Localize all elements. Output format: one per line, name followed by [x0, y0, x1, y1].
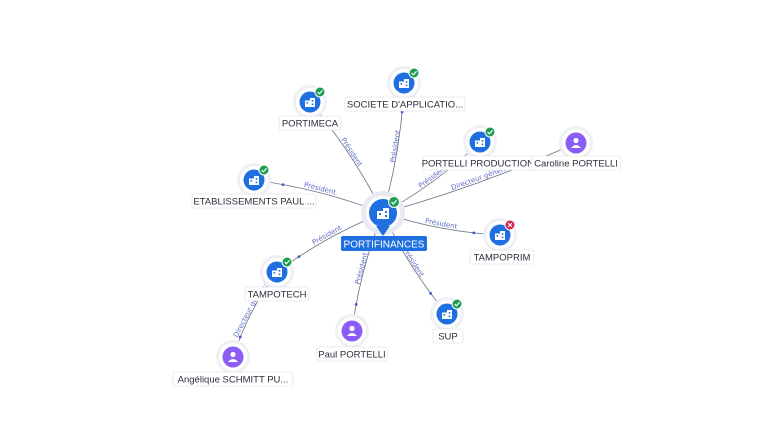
- graph-node-paul[interactable]: Paul PORTELLI: [316, 314, 388, 362]
- edge-arrow-icon: [281, 183, 285, 187]
- check-badge-icon: [314, 86, 326, 98]
- check-mark: [391, 199, 398, 205]
- node-label: TAMPOTECH: [248, 290, 307, 301]
- graph-node-caroline[interactable]: Caroline PORTELLI: [530, 126, 622, 171]
- edge-label: Président: [311, 224, 344, 247]
- edge-label: Président: [354, 251, 370, 285]
- edge-line: [382, 142, 577, 214]
- pin-icon: [376, 226, 390, 236]
- building-icon: [249, 176, 259, 185]
- edge-label: Président: [401, 247, 425, 279]
- node-label: ETABLISSEMENTS PAUL ...: [193, 197, 314, 208]
- edge-label: Président: [424, 217, 458, 231]
- check-badge-icon: [408, 67, 420, 79]
- node-label-bg: [191, 193, 317, 209]
- edge-arrow-icon: [354, 302, 358, 306]
- node-label-bg: [278, 115, 342, 131]
- check-badge-icon: [388, 196, 400, 208]
- node-label: SOCIETE D'APPLICATIO...: [347, 100, 463, 111]
- node-label: PORTIMECA: [282, 119, 339, 130]
- node-label: TAMPOPRIM: [474, 253, 531, 264]
- edge-arrow-icon: [472, 231, 476, 235]
- building-icon: [475, 138, 485, 147]
- edge-arrow-icon: [429, 291, 433, 295]
- building-icon: [305, 98, 315, 107]
- node-label: Angélique SCHMITT PU...: [178, 375, 289, 386]
- node-label: SUP: [438, 332, 458, 343]
- building-icon: [272, 268, 282, 277]
- center-node[interactable]: PORTIFINANCES: [341, 191, 427, 251]
- graph-node-portelli_prod[interactable]: PORTELLI PRODUCTIONS: [422, 125, 541, 171]
- node-label-bg: [244, 286, 310, 302]
- edge-label: Président: [339, 136, 364, 168]
- graph-node-portimeca[interactable]: PORTIMECA: [278, 85, 342, 131]
- building-icon: [442, 310, 452, 319]
- person-icon: [571, 137, 581, 148]
- center-label: PORTIFINANCES: [344, 240, 425, 251]
- graph-node-tampoprim[interactable]: TAMPOPRIM: [469, 218, 535, 265]
- graph-node-angelique[interactable]: Angélique SCHMITT PU...: [172, 340, 294, 387]
- nodes-layer: PORTIMECA SOCIETE D'APPLICATIO... PORTELLI…: [172, 66, 622, 387]
- node-label-bg: [344, 96, 466, 112]
- building-icon: [399, 79, 409, 88]
- center-label-bg: [341, 236, 427, 251]
- edge-arrow-icon: [238, 335, 242, 339]
- node-label: PORTELLI PRODUCTIONS: [422, 159, 541, 170]
- node-label-bg: [469, 249, 535, 265]
- graph-node-sup[interactable]: SUP: [430, 297, 464, 344]
- building-icon: [377, 208, 389, 219]
- node-label: Paul PORTELLI: [318, 350, 385, 361]
- cross-badge-icon: [504, 219, 516, 231]
- node-label-bg: [530, 155, 622, 171]
- node-label-bg: [172, 371, 294, 387]
- graph-node-etablissements[interactable]: ETABLISSEMENTS PAUL ...: [191, 163, 317, 209]
- graph-node-tampotech[interactable]: TAMPOTECH: [244, 255, 310, 302]
- check-badge-icon: [484, 126, 496, 138]
- check-badge-icon: [281, 256, 293, 268]
- person-icon: [228, 351, 238, 362]
- graph-node-societe[interactable]: SOCIETE D'APPLICATIO...: [344, 66, 466, 112]
- edge-arrow-icon: [400, 110, 404, 114]
- building-icon: [495, 231, 505, 240]
- check-badge-icon: [258, 164, 270, 176]
- edge-label: Président: [389, 129, 402, 163]
- person-icon: [347, 325, 357, 336]
- edge-arrow-icon: [297, 255, 301, 259]
- node-label-bg: [432, 328, 464, 344]
- node-label: Caroline PORTELLI: [534, 159, 618, 170]
- check-badge-icon: [451, 298, 463, 310]
- node-label-bg: [316, 346, 388, 362]
